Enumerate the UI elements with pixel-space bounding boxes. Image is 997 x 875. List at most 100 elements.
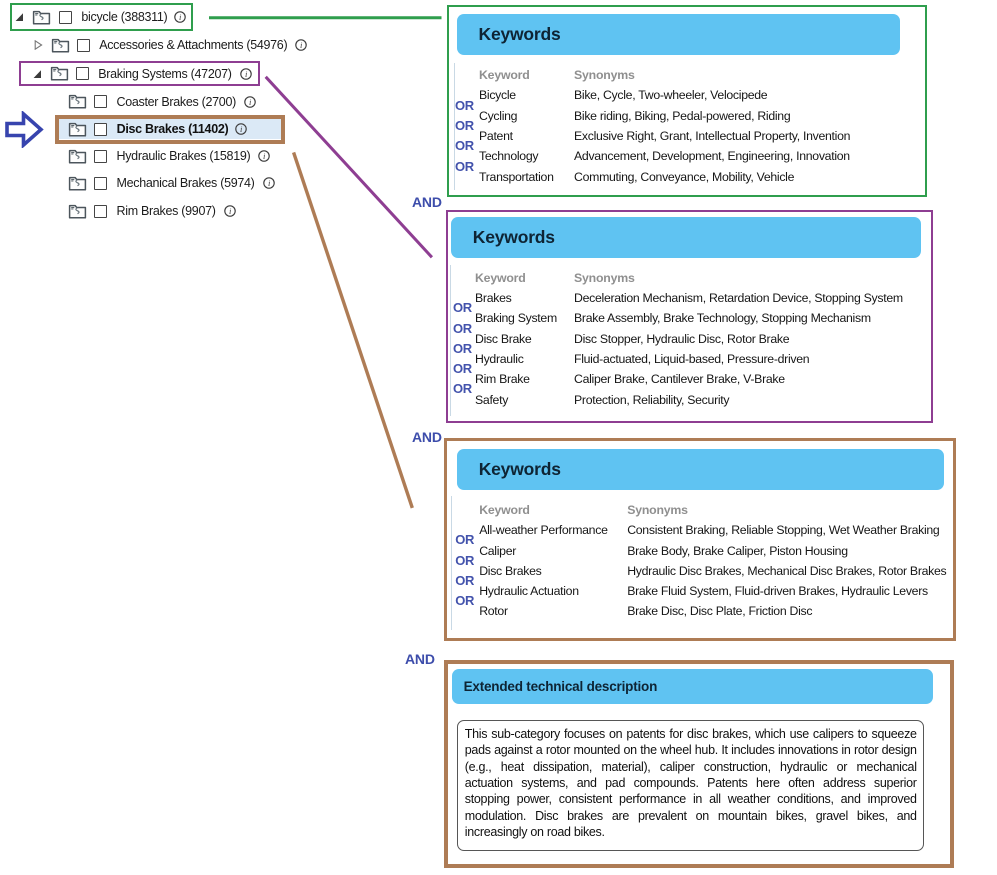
- expand-toggle-icon[interactable]: [33, 69, 42, 79]
- column-header-synonyms: Synonyms: [574, 68, 635, 83]
- operator-or: OR: [455, 593, 475, 609]
- column-header-synonyms: Synonyms: [627, 502, 688, 517]
- info-icon[interactable]: i: [262, 177, 275, 189]
- keywords-table: Keyword Synonyms Bicycle Bike, Cycle, Tw…: [455, 65, 919, 187]
- keyword-row[interactable]: Hydraulic Fluid-actuated, Liquid-based, …: [475, 349, 925, 369]
- tree-item-label[interactable]: Coaster Brakes (2700): [117, 95, 237, 109]
- panel-header: Keywords: [456, 13, 900, 55]
- operator-or: OR: [453, 381, 472, 397]
- panel-title: Keywords: [478, 458, 561, 479]
- tree-item-name: Mechanical Brakes: [116, 176, 218, 190]
- synonyms-cell: Deceleration Mechanism, Retardation Devi…: [574, 291, 903, 306]
- tree-item-name: Rim Brakes: [116, 204, 179, 218]
- tree-item-label[interactable]: Mechanical Brakes (5974): [117, 176, 255, 190]
- expand-toggle-icon[interactable]: [15, 12, 24, 22]
- tree-checkbox[interactable]: [94, 176, 107, 190]
- info-icon[interactable]: i: [174, 11, 187, 23]
- tree-item-label[interactable]: Accessories & Attachments (54976): [99, 38, 287, 52]
- panel-header: Keywords: [450, 216, 921, 258]
- folder-icon: [68, 176, 87, 191]
- keyword-row[interactable]: Hydraulic Actuation Brake Fluid System, …: [479, 581, 947, 601]
- keywords-panel-bicycle: Keywords Keyword Synonyms Bicycle Bike, …: [447, 4, 927, 197]
- column-header-synonyms: Synonyms: [574, 270, 635, 285]
- panel-title: Keywords: [472, 226, 555, 247]
- operator-and-3: AND: [405, 651, 435, 667]
- keyword-cell: Caliper: [479, 543, 517, 558]
- tree-row-mechanical-brakes[interactable]: Mechanical Brakes (5974) i: [0, 169, 275, 197]
- table-header-row: Keyword Synonyms: [479, 500, 947, 520]
- info-icon[interactable]: i: [235, 123, 248, 135]
- tree-item-count: (47207): [190, 66, 232, 81]
- tree-checkbox[interactable]: [94, 122, 108, 136]
- column-header-keyword: Keyword: [479, 502, 530, 517]
- keyword-cell: Patent: [479, 129, 513, 144]
- column-header-keyword: Keyword: [479, 68, 530, 83]
- tree-item-label[interactable]: Rim Brakes (9907): [117, 204, 216, 218]
- tree-row-rim-brakes[interactable]: Rim Brakes (9907) i: [0, 197, 236, 225]
- tree-checkbox[interactable]: [76, 67, 90, 80]
- keyword-row[interactable]: Caliper Brake Body, Brake Caliper, Pisto…: [479, 540, 947, 560]
- tree-checkbox[interactable]: [94, 204, 107, 218]
- table-left-rule: [451, 495, 453, 630]
- tree-row-accessories-attachments[interactable]: Accessories & Attachments (54976) i: [0, 31, 308, 59]
- keyword-row[interactable]: All-weather Performance Consistent Braki…: [479, 520, 947, 540]
- keyword-row[interactable]: Braking System Brake Assembly, Brake Tec…: [475, 308, 925, 328]
- info-icon[interactable]: i: [239, 67, 252, 80]
- pointer-arrow-icon: [5, 111, 44, 148]
- panel-header: Extended technical description: [451, 668, 934, 704]
- keyword-cell: Disc Brakes: [479, 563, 542, 578]
- operator-or: OR: [453, 320, 472, 336]
- info-icon[interactable]: i: [295, 39, 308, 52]
- synonyms-cell: Brake Body, Brake Caliper, Piston Housin…: [627, 543, 848, 558]
- info-icon[interactable]: i: [258, 150, 271, 162]
- keyword-row[interactable]: Bicycle Bike, Cycle, Two-wheeler, Veloci…: [479, 85, 919, 105]
- info-icon[interactable]: i: [223, 205, 236, 217]
- tree-item-label[interactable]: bicycle (388311): [81, 10, 167, 24]
- synonyms-cell: Exclusive Right, Grant, Intellectual Pro…: [574, 129, 851, 144]
- tree-row-hydraulic-brakes[interactable]: Hydraulic Brakes (15819) i: [0, 142, 271, 170]
- operator-or: OR: [455, 532, 475, 548]
- tree-row-coaster-brakes[interactable]: Coaster Brakes (2700) i: [0, 88, 256, 116]
- synonyms-cell: Hydraulic Disc Brakes, Mechanical Disc B…: [627, 563, 947, 578]
- keyword-row[interactable]: Disc Brakes Hydraulic Disc Brakes, Mecha…: [479, 561, 947, 581]
- keyword-row[interactable]: Disc Brake Disc Stopper, Hydraulic Disc,…: [475, 329, 925, 349]
- svg-text:i: i: [245, 69, 248, 79]
- svg-text:i: i: [263, 151, 266, 161]
- keyword-row[interactable]: Brakes Deceleration Mechanism, Retardati…: [475, 288, 925, 308]
- tree-row-disc-brakes[interactable]: Disc Brakes (11402) i: [0, 114, 285, 144]
- keyword-row[interactable]: Rim Brake Caliper Brake, Cantilever Brak…: [475, 369, 925, 389]
- folder-icon: [52, 38, 70, 53]
- tree-checkbox[interactable]: [77, 38, 91, 52]
- tree-item-count: (5974): [220, 176, 255, 190]
- tree-item-label[interactable]: Braking Systems (47207): [98, 66, 232, 81]
- operator-or: OR: [455, 552, 475, 568]
- keywords-table: Keyword Synonyms All-weather Performance…: [455, 500, 947, 622]
- operator-or: OR: [453, 361, 472, 377]
- synonyms-cell: Disc Stopper, Hydraulic Disc, Rotor Brak…: [574, 331, 790, 346]
- description-textbox[interactable]: This sub-category focuses on patents for…: [457, 720, 924, 852]
- info-icon[interactable]: i: [244, 95, 256, 108]
- tree-item-count: (54976): [246, 38, 288, 53]
- folder-icon: [68, 122, 87, 137]
- keyword-row[interactable]: Patent Exclusive Right, Grant, Intellect…: [479, 126, 919, 146]
- tree-item-label[interactable]: Hydraulic Brakes (15819): [117, 149, 251, 163]
- tree-row-bicycle[interactable]: bicycle (388311) i: [0, 3, 194, 31]
- synonyms-cell: Protection, Reliability, Security: [574, 392, 730, 407]
- keyword-cell: Transportation: [479, 169, 554, 184]
- keyword-row[interactable]: Cycling Bike riding, Biking, Pedal-power…: [479, 106, 919, 126]
- description-text: This sub-category focuses on patents for…: [464, 726, 917, 839]
- table-header-row: Keyword Synonyms: [479, 65, 919, 85]
- tree-checkbox[interactable]: [94, 95, 107, 109]
- tree-row-braking-systems[interactable]: Braking Systems (47207) i: [0, 60, 260, 88]
- keyword-row[interactable]: Technology Advancement, Development, Eng…: [479, 146, 919, 166]
- keyword-row[interactable]: Transportation Commuting, Conveyance, Mo…: [479, 166, 919, 186]
- collapse-toggle-icon[interactable]: [34, 40, 43, 51]
- tree-item-label[interactable]: Disc Brakes (11402): [117, 122, 229, 136]
- keyword-row[interactable]: Safety Protection, Reliability, Security: [475, 389, 925, 409]
- keyword-row[interactable]: Rotor Brake Disc, Disc Plate, Friction D…: [479, 601, 947, 621]
- keyword-cell: Bicycle: [479, 88, 516, 103]
- tree-checkbox[interactable]: [59, 10, 73, 24]
- tree-checkbox[interactable]: [94, 149, 107, 163]
- keyword-cell: All-weather Performance: [479, 523, 608, 538]
